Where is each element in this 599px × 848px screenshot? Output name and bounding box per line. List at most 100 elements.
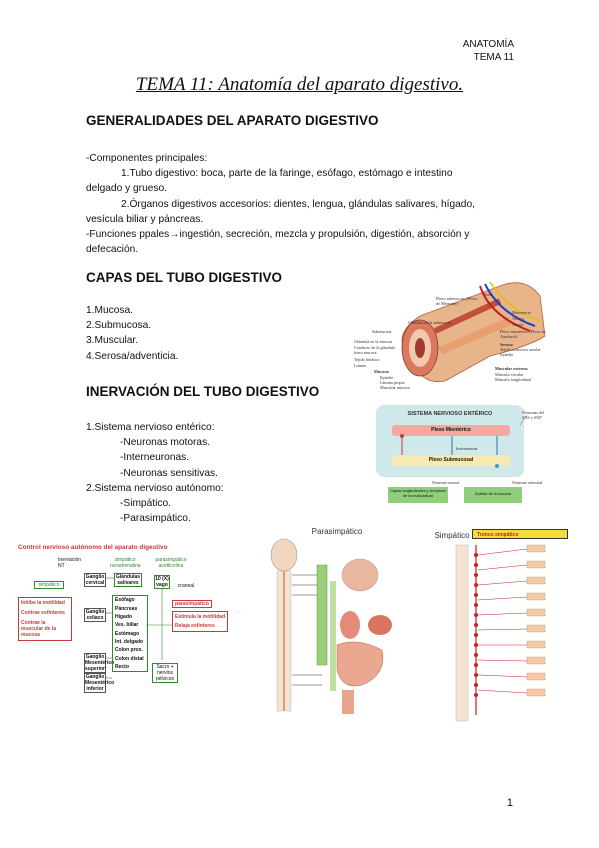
organs-list: Esófago Páncreas Hígado Ves. biliar Estó…	[112, 595, 148, 673]
page-number: 1	[506, 797, 513, 809]
organ-item: Ves. biliar	[115, 622, 139, 629]
gen-line: 1.Tubo digestivo: boca, parte de la fari…	[121, 168, 453, 180]
simpatico-illustration	[455, 544, 546, 722]
control-simpatico-label: simpático	[34, 581, 64, 589]
wall-label: Mucosa:	[374, 369, 390, 374]
list-subitem: -Simpático.	[120, 498, 171, 510]
enteric-snc-label: Neuronas del SNS y SNP	[522, 410, 545, 420]
organ-item: Hígado	[115, 613, 132, 620]
heading-capas: CAPAS DEL TUBO DIGESTIVO	[86, 270, 283, 285]
list-subitem: -Neuronas motoras.	[120, 437, 211, 449]
glandulas-box: Glándulas salivares	[114, 573, 142, 587]
page-title: TEMA 11: Anatomía del aparato digestivo.	[135, 74, 464, 95]
enteric-motora-label: Neurona motora	[432, 480, 460, 485]
tronco-simpatico-label: Tronco simpático	[472, 529, 568, 539]
list-item: 3.Muscular.	[86, 335, 139, 347]
header: ANATOMÍA TEMA 11	[463, 38, 514, 64]
inervacion-list: 1.Sistema nervioso entérico: -Neuronas m…	[86, 420, 224, 526]
wall-label: Tejido linfático	[354, 357, 380, 362]
heading-inervacion: INERVACIÓN DEL TUBO DIGESTIVO	[86, 384, 320, 399]
control-connectors	[106, 577, 172, 679]
wall-label: Nervio	[512, 322, 524, 327]
wall-label: Músculo longitudinal	[495, 377, 531, 382]
organ-item: Int. delgado	[115, 639, 144, 646]
control-vago-box: 10 (X) vago	[154, 575, 170, 589]
figure-simpatico: Simpático Tronco simpático	[432, 525, 572, 725]
list-subitem: -Parasimpático.	[120, 513, 191, 525]
ganglio-mes-inf-box: Ganglio Mesentérico inferior	[84, 673, 115, 693]
parasimpatico-title: Parasimpático	[311, 527, 363, 536]
control-craneal-label: craneal	[177, 583, 195, 589]
simp-effect: Inhibe la motilidad	[21, 600, 65, 606]
organ-item: Colon distal	[115, 655, 144, 662]
gen-line-funciones: -Funciones ppales→ingestión, secreción, …	[86, 227, 516, 242]
simp-effects-box: Inhibe la motilidad Contrae esfínteres C…	[18, 597, 72, 641]
list-item: 2.Submucosa.	[86, 320, 152, 332]
wall-label: Muscular externa:	[495, 366, 529, 371]
list-item: 2.Sistema nervioso autónomo:	[86, 482, 224, 494]
wall-label: Tejido conectivo areolar	[500, 347, 541, 352]
list-item: 4.Serosa/adventicia.	[86, 350, 179, 362]
arrow-right-icon: →	[169, 229, 180, 241]
gen-line: defecación.	[86, 244, 139, 256]
simp-effect: Contrae esfínteres	[21, 610, 65, 616]
ganglio-cervical-box: Ganglio cervical	[84, 573, 106, 587]
simpatico-title: Simpático	[434, 531, 470, 540]
para-effect: Relaja esfínteres	[175, 623, 215, 629]
wall-label: Conducto de la glándula fuera mucosa	[354, 345, 395, 355]
wall-label: Glándula en la submucosa	[408, 320, 453, 325]
wall-label: Epitelio	[380, 375, 394, 380]
wall-label: Plexo mientérico (Plexo de Auerbach)	[500, 329, 546, 339]
funciones-label: -Funciones ppales	[86, 229, 170, 241]
enteric-capas-box: Capas longitudinales y circulares de la …	[388, 487, 448, 503]
enteric-sensorial-label: Neurona sensorial	[512, 480, 543, 485]
wall-label: Plexo submucoso (Plexo de Meissner)	[436, 296, 478, 306]
enteric-epitelio-box: Epitelio de la mucosa	[464, 487, 522, 503]
capas-list: 1.Mucosa. 2.Submucosa. 3.Muscular. 4.Ser…	[86, 303, 178, 364]
wall-label: Lámina propia	[380, 380, 405, 385]
plexo-submucoso-box: Plexo Submucosal	[392, 455, 510, 466]
organ-item: Páncreas	[115, 605, 138, 612]
wall-label: Serosa:	[500, 342, 514, 347]
funciones-text: ingestión, secreción, mezcla y propulsió…	[179, 229, 470, 241]
list-item: 1.Mucosa.	[86, 305, 133, 316]
simp-effect: Contrae la muscular de la mucosa	[21, 620, 57, 638]
ganglio-mes-sup-box: Ganglio Mesentérico superior	[84, 653, 115, 673]
para-effects-box: Estimula la motilidad Relaja esfínteres	[172, 611, 228, 632]
heading-generalidades: GENERALIDADES DEL APARATO DIGESTIVO	[86, 113, 379, 128]
list-subitem: -Neuronas sensitivas.	[120, 467, 218, 479]
control-inervacion: Inervación NT	[58, 557, 82, 569]
ganglio-celiaco-box: Ganglio celíaco	[84, 608, 106, 622]
wall-label: Músculo circular	[495, 372, 524, 377]
wall-label: Submucosa	[372, 329, 392, 334]
wall-label: Lumen	[354, 363, 366, 368]
wall-label: Mesenterio	[512, 310, 531, 315]
control-simp-hdr: simpático noradrenalina	[110, 557, 141, 569]
para-effect: Estimula la motilidad	[175, 614, 226, 620]
digestive-wall-illustration	[401, 281, 546, 383]
wall-label: Vena	[484, 292, 493, 297]
header-subject: ANATOMÍA	[462, 39, 514, 50]
gen-line: 2.Órganos digestivos accesorios: dientes…	[121, 198, 475, 210]
gen-line: -Componentes principales:	[86, 153, 208, 164]
header-topic: TEMA 11	[473, 52, 514, 63]
wall-label: Arteria	[512, 316, 524, 321]
control-parasimpatico-label: parasimpático	[172, 600, 212, 608]
plexo-mienterico-box: Plexo Mientérico	[392, 425, 510, 436]
gen-line: delgado y grueso.	[86, 183, 167, 195]
wall-label: Muscular mucosa	[380, 385, 410, 390]
figure-enteric: SISTEMA NERVIOSO ENTÉRICO Plexo Mientéri…	[372, 403, 549, 505]
list-item: 1.Sistema nervioso entérico:	[86, 422, 215, 433]
generalidades-text: -Componentes principales: 1.Tubo digesti…	[86, 151, 516, 257]
gen-line: vesícula biliar y páncreas.	[86, 213, 204, 225]
list-subitem: -Interneuronas.	[120, 452, 190, 464]
sacro-box: Sacro + nervios pélvicos	[152, 663, 178, 683]
figure-autonomic-control: Control nervioso autónomo del aparato di…	[14, 544, 240, 695]
parasimpatico-illustration	[270, 538, 392, 714]
enteric-connections	[400, 414, 528, 468]
enteric-title: SISTEMA NERVIOSO ENTÉRICO	[407, 411, 493, 417]
wall-label: Glándula en la mucosa	[354, 339, 393, 344]
organ-item: Colon prox.	[115, 647, 143, 654]
control-para-hdr: parasimpático acetilcolina	[155, 557, 187, 569]
organ-item: Estómago	[115, 630, 140, 637]
